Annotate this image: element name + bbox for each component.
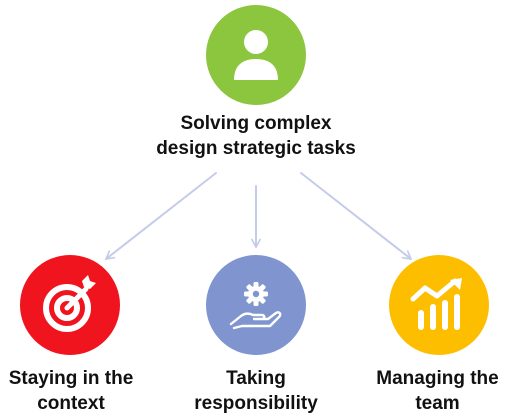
user-icon <box>234 30 278 80</box>
child-node-taking-responsibility <box>206 255 306 355</box>
growth-chart-icon <box>410 278 462 330</box>
child-label-taking-responsibility: Taking responsibility <box>194 368 318 414</box>
child-node-managing-team <box>389 255 489 355</box>
root-node <box>206 5 306 105</box>
hand-gear-icon <box>229 282 282 330</box>
child-label-managing-team: Managing the team <box>376 368 499 414</box>
child-label-staying-in-context: Staying in the context <box>8 368 134 414</box>
gear-icon <box>244 282 268 306</box>
arrow-to-managing-team <box>300 172 412 260</box>
root-label: Solving complex design strategic tasks <box>156 113 356 159</box>
target-icon <box>43 275 96 332</box>
child-node-staying-in-context <box>20 255 120 355</box>
arrow-to-staying-in-context <box>105 172 217 260</box>
